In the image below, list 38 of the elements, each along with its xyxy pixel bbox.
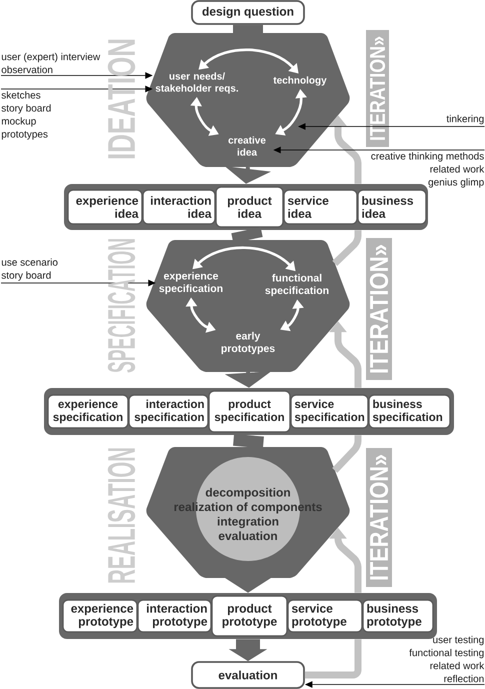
step-label: experience specification bbox=[159, 272, 222, 294]
iteration-banner: ITERATION» bbox=[366, 448, 392, 587]
phase-hexagon bbox=[146, 33, 350, 167]
output-box: interaction specification bbox=[128, 394, 209, 429]
evaluation-box: evaluation bbox=[191, 661, 305, 689]
connector-band bbox=[233, 24, 263, 33]
output-box: product idea bbox=[215, 186, 284, 228]
annotation: user testing functional testing related work reflection bbox=[409, 636, 484, 682]
annotation: tinkering bbox=[446, 114, 484, 124]
connector-band bbox=[233, 434, 264, 448]
phase-label: SPECIFICATION bbox=[108, 239, 136, 372]
step-label: functional specification bbox=[265, 274, 328, 296]
step-label: technology bbox=[273, 76, 327, 86]
annotation: user (expert) interview observation bbox=[2, 52, 100, 74]
output-box: business prototype bbox=[362, 599, 434, 633]
iteration-banner: ITERATION» bbox=[366, 30, 389, 147]
phase-label: IDEATION bbox=[108, 40, 136, 158]
annotation: sketches story board mockup prototypes bbox=[2, 91, 51, 140]
step-label: user needs/ stakeholder reqs. bbox=[156, 72, 238, 94]
step-label: creative idea bbox=[228, 136, 266, 156]
output-box: business specification bbox=[368, 394, 451, 429]
output-box: experience specification bbox=[47, 394, 129, 429]
question-box: design question bbox=[191, 0, 305, 25]
phase-hexagon bbox=[146, 240, 350, 372]
iteration-banner: ITERATION» bbox=[366, 238, 392, 380]
annotation: creative thinking methods related work genius glimp bbox=[371, 152, 484, 188]
output-box: service prototype bbox=[287, 599, 363, 633]
output-box: product prototype bbox=[211, 595, 288, 637]
output-box: interaction idea bbox=[142, 189, 216, 225]
output-box: product specification bbox=[208, 390, 291, 433]
output-box: interaction prototype bbox=[137, 599, 212, 633]
step-label: early prototypes bbox=[222, 332, 275, 354]
output-box: business idea bbox=[357, 189, 427, 225]
annotation: use scenario story board bbox=[2, 258, 58, 281]
output-box: experience prototype bbox=[62, 599, 138, 633]
output-box: service idea bbox=[283, 189, 358, 225]
output-box: experience idea bbox=[67, 189, 143, 225]
output-box: service specification bbox=[290, 394, 369, 429]
